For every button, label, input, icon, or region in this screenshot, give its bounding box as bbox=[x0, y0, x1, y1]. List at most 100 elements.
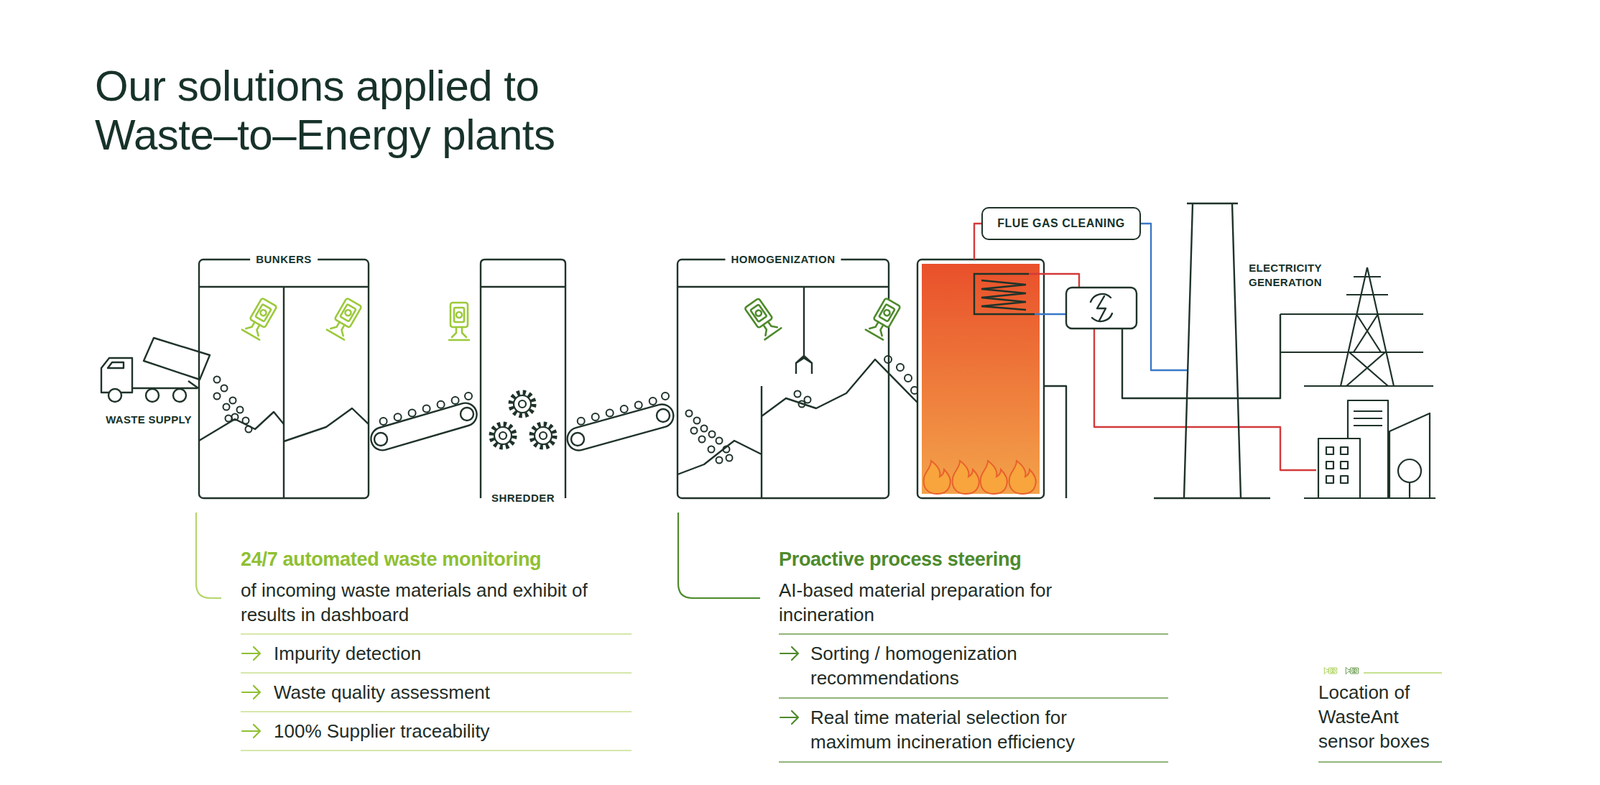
electricity-label: ELECTRICITY GENERATION bbox=[1242, 260, 1329, 290]
flames-part bbox=[923, 460, 951, 494]
city-buildings-part bbox=[1326, 475, 1334, 483]
waste-pellets-part bbox=[661, 392, 669, 400]
sensor-box-icons bbox=[242, 296, 902, 340]
waste-pellets-part bbox=[686, 410, 693, 417]
sensor-box-icons-part bbox=[865, 296, 902, 340]
waste-pellets-part bbox=[214, 392, 221, 400]
conveyor-belt-part bbox=[374, 432, 388, 446]
shredder-gears bbox=[491, 392, 555, 447]
power-pylon-part bbox=[1346, 313, 1389, 386]
node-label: BUNKERS bbox=[250, 252, 318, 267]
waste-pellets-part bbox=[708, 446, 715, 453]
conveyor-belt-part bbox=[656, 408, 670, 422]
shredder-gears-part bbox=[531, 423, 555, 447]
conveyor-belt-part bbox=[460, 407, 474, 421]
power-pylon-part bbox=[1340, 267, 1394, 386]
truck-part bbox=[101, 357, 133, 393]
legend-sample-part bbox=[1318, 760, 1442, 763]
waste-pellets-part bbox=[649, 397, 657, 405]
generator-part bbox=[1066, 287, 1137, 329]
waste-pellets-part bbox=[606, 409, 614, 417]
sensor-box-icons-part bbox=[242, 296, 279, 340]
waste-pellets-part bbox=[896, 363, 904, 371]
chimney bbox=[1153, 203, 1271, 498]
furnace-part bbox=[921, 263, 1040, 494]
waste-pellets-part bbox=[577, 417, 585, 425]
section-body: of incoming waste materials and exhibit … bbox=[240, 577, 622, 627]
homogenization-outline-part bbox=[761, 359, 918, 416]
section-heading: Proactive process steering bbox=[778, 546, 1021, 572]
bullet-arrows-part bbox=[780, 646, 799, 724]
waste-pellets-part bbox=[221, 385, 228, 392]
city-buildings bbox=[1303, 400, 1436, 498]
city-buildings-part bbox=[1340, 475, 1348, 483]
bunker-outline-part bbox=[283, 408, 369, 442]
waste-pellets-part bbox=[691, 427, 698, 434]
shredder-outline-part bbox=[480, 285, 566, 288]
shredder-gears-part bbox=[513, 395, 531, 413]
bullet-arrows-part bbox=[242, 646, 261, 738]
chimney-part bbox=[1153, 203, 1271, 498]
waste-pellets-part bbox=[709, 431, 716, 438]
shredder-label: SHREDDER bbox=[480, 259, 566, 498]
flames-part bbox=[952, 460, 980, 494]
pipes-part bbox=[1034, 313, 1067, 315]
city-buildings-part bbox=[1326, 461, 1334, 469]
conveyor-belt-part bbox=[571, 432, 585, 446]
power-pylon-part bbox=[1346, 276, 1389, 295]
homogenization-outline-part bbox=[677, 440, 762, 475]
section-body: AI-based material preparation for incine… bbox=[778, 577, 1139, 627]
waste-pellets-part bbox=[716, 437, 723, 445]
waste-pellets-part bbox=[904, 374, 912, 382]
waste-pellets-part bbox=[451, 396, 460, 404]
node-label: HOMOGENIZATION bbox=[724, 252, 841, 267]
waste-pellets-part bbox=[423, 405, 431, 413]
shredder-gears-part bbox=[518, 400, 526, 408]
bunker-label: BUNKERS bbox=[199, 259, 369, 498]
shredder-gears-part bbox=[534, 426, 552, 445]
bullet-item: Waste quality assessment bbox=[273, 679, 626, 705]
waste-pellets-part bbox=[620, 405, 628, 413]
list-rules-part bbox=[778, 633, 1169, 762]
waste-pellets-part bbox=[229, 397, 237, 404]
city-buildings-part bbox=[1340, 446, 1348, 455]
process-box: FLUE GAS CLEANING bbox=[981, 206, 1141, 240]
conveyor-belt bbox=[368, 400, 677, 453]
waste-pellets-part bbox=[804, 396, 812, 404]
waste-pellets-part bbox=[794, 390, 802, 398]
waste-pellets-part bbox=[726, 454, 733, 462]
truck bbox=[101, 337, 210, 402]
pipes-part bbox=[974, 223, 982, 260]
section-brackets-part bbox=[678, 512, 761, 598]
truck-part bbox=[107, 362, 124, 368]
waste-pellets-part bbox=[694, 417, 701, 424]
flames-part bbox=[980, 460, 1008, 494]
power-pylon-part bbox=[1280, 313, 1434, 386]
bunker-outline-part bbox=[199, 286, 369, 498]
city-buildings-part bbox=[1398, 459, 1422, 483]
homogenization-outline-part bbox=[796, 286, 812, 374]
conveyor-belt-part bbox=[564, 401, 677, 453]
shredder-gears-part bbox=[499, 431, 507, 439]
homogenization-outline-part bbox=[677, 259, 889, 498]
waste-pellets-part bbox=[592, 413, 600, 421]
legend-sample-part bbox=[1324, 666, 1337, 674]
list-rules-part bbox=[240, 633, 632, 751]
generator bbox=[1066, 287, 1137, 329]
sensor-box-icons-part bbox=[326, 296, 363, 340]
furnace-part bbox=[981, 280, 1026, 310]
pipes-part bbox=[1140, 223, 1188, 371]
truck-part bbox=[173, 388, 187, 402]
shredder-gears-part bbox=[510, 392, 534, 416]
sensor-box-icons-part bbox=[449, 302, 470, 340]
city-buildings-part bbox=[1318, 438, 1361, 498]
truck-part bbox=[145, 388, 159, 402]
waste-pellets-part bbox=[214, 376, 221, 383]
waste-pellets-part bbox=[699, 436, 706, 443]
legend-sample-part bbox=[1345, 666, 1358, 674]
legend-text: Location of WasteAnt sensor boxes bbox=[1318, 679, 1448, 753]
waste-supply-label: WASTE SUPPLY bbox=[94, 412, 203, 427]
waste-pellets-part bbox=[464, 392, 473, 400]
pipes-part bbox=[1043, 385, 1067, 498]
generator-part bbox=[1097, 296, 1106, 321]
